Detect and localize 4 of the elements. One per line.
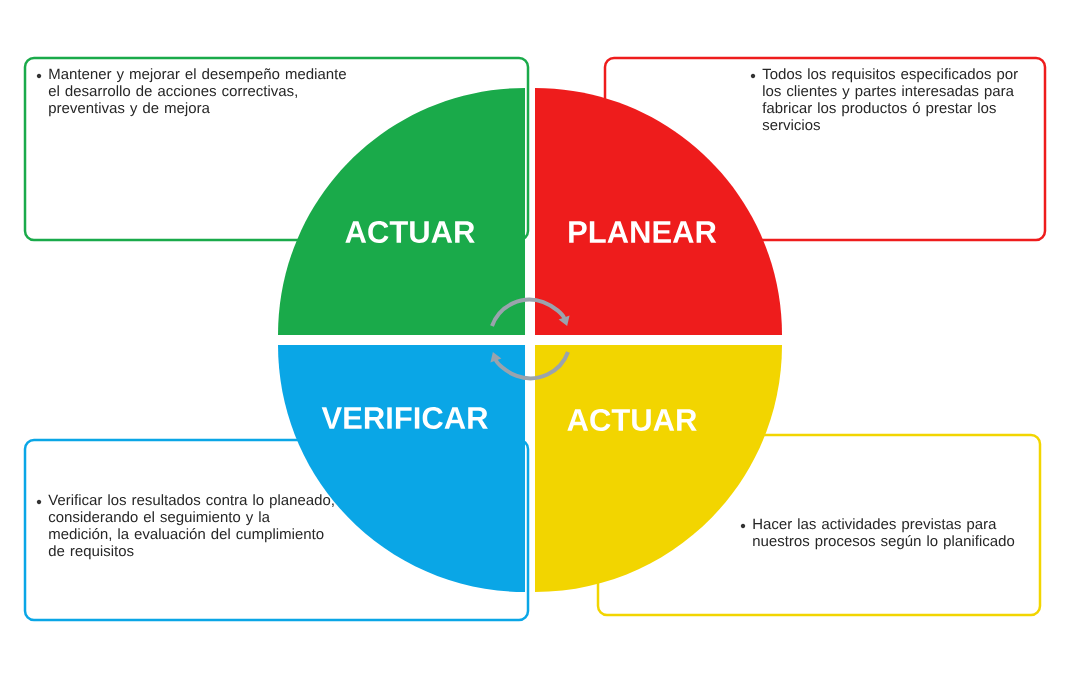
node-label: ACTUAR xyxy=(345,221,475,243)
curved-arrow xyxy=(490,351,570,381)
node-label: VERIFICAR xyxy=(321,407,488,429)
curved-arrow xyxy=(490,297,570,327)
